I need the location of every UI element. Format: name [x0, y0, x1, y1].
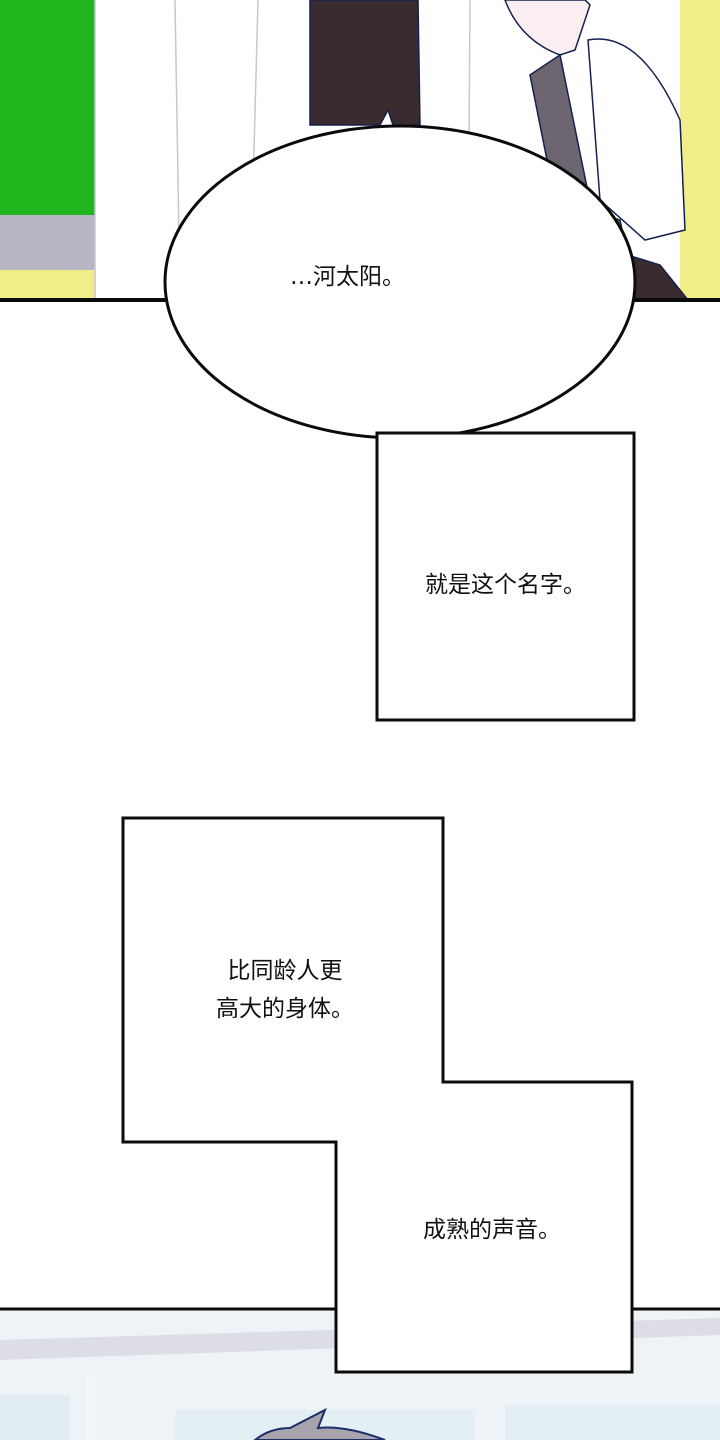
tie: [309, 0, 421, 126]
gray-rail: [0, 215, 95, 270]
speech-text: …河太阳。: [290, 264, 405, 290]
caption-text-1: 就是这个名字。: [425, 572, 586, 598]
yellow-wall-left: [0, 270, 95, 300]
hand: [504, 0, 591, 56]
caption-text-2: 比同龄人更 高大的身体。: [180, 952, 390, 1028]
yellow-wall-right: [680, 0, 720, 300]
caption-box-2: [121, 816, 634, 1374]
caption-line-1: 比同龄人更: [227, 958, 343, 984]
caption-text-3: 成熟的声音。: [423, 1217, 561, 1243]
caption-line-2: 高大的身体。: [216, 996, 354, 1022]
green-wall: [0, 0, 95, 215]
caption-box-1: [375, 431, 636, 722]
hair: [253, 1407, 386, 1440]
